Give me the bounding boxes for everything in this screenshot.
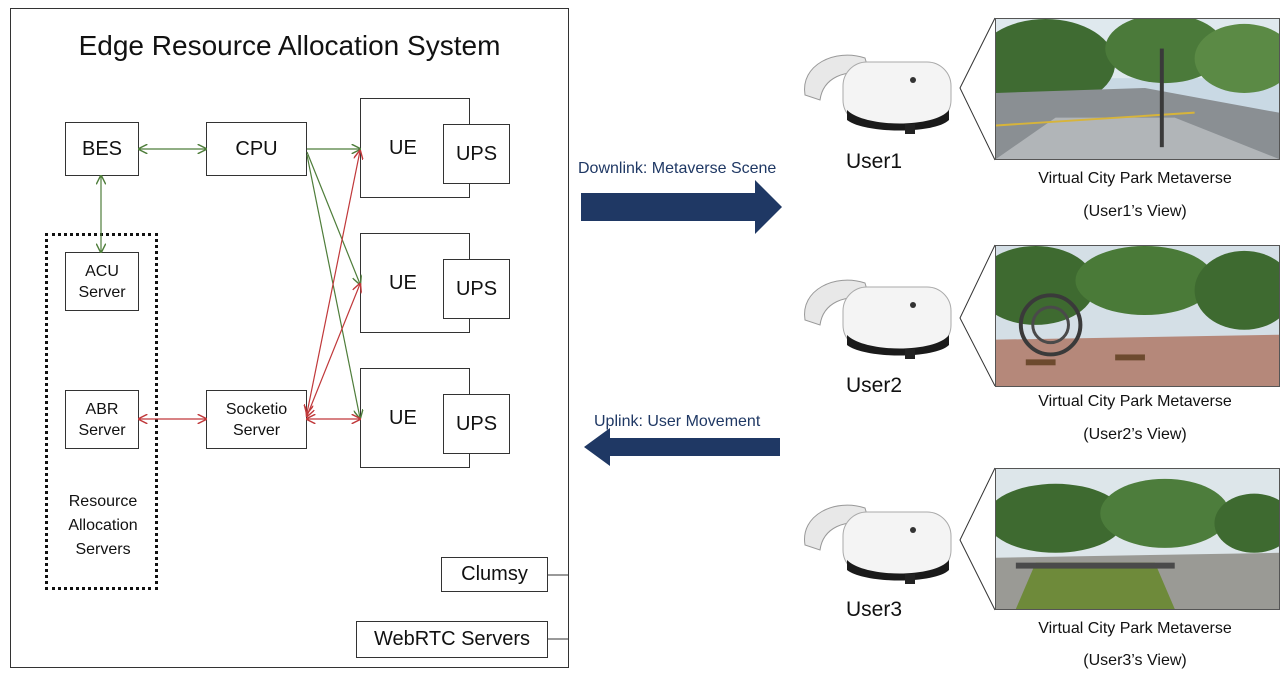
vr-headset-icon: [804, 279, 952, 359]
ups-box-1: UPS: [443, 124, 510, 184]
abr-server-box: ABR Server: [65, 390, 139, 449]
ue-label-1: UE: [389, 136, 417, 159]
callout-2: [959, 244, 996, 387]
downlink-label: Downlink: Metaverse Scene: [578, 160, 777, 177]
user2-scene-image: [995, 245, 1280, 387]
webrtc-label: WebRTC Servers: [374, 628, 530, 650]
ups-label-2: UPS: [455, 277, 498, 300]
clumsy-box: Clumsy: [441, 557, 548, 592]
acu-label-2: Server: [78, 283, 126, 301]
abr-label-1: ABR: [85, 400, 119, 418]
ue-label-3: UE: [389, 406, 417, 429]
cpu-box: CPU: [206, 122, 307, 176]
uplink-arrow: [584, 428, 780, 466]
user3-label: User3: [846, 598, 903, 621]
user2-caption-1: Virtual City Park Metaverse: [1038, 393, 1232, 410]
user3-caption-2: (User3’s View): [1083, 652, 1187, 669]
ras-line-2: Allocation: [68, 517, 138, 534]
abr-label-2: Server: [78, 421, 126, 439]
ups-label-3: UPS: [455, 412, 498, 435]
vr-headset-icon: [804, 54, 952, 134]
acu-server-box: ACU Server: [65, 252, 139, 311]
user1-caption-1: Virtual City Park Metaverse: [1038, 170, 1232, 187]
vr-headset-icon: [804, 504, 952, 584]
uplink-label: Uplink: User Movement: [594, 413, 761, 430]
system-frame: [10, 8, 569, 668]
ras-line-3: Servers: [75, 541, 131, 558]
user1-scene-image: [995, 18, 1280, 160]
user3-caption-1: Virtual City Park Metaverse: [1038, 620, 1232, 637]
bes-label: BES: [81, 137, 123, 160]
callout-1: [959, 17, 996, 161]
downlink-arrow: [581, 180, 782, 234]
socketio-label-2: Server: [232, 421, 281, 439]
user1-label: User1: [846, 150, 903, 173]
ups-box-2: UPS: [443, 259, 510, 319]
user2-caption-2: (User2’s View): [1083, 426, 1187, 443]
cpu-label: CPU: [235, 137, 278, 160]
user3-scene-image: [995, 468, 1280, 610]
system-title: Edge Resource Allocation System: [78, 30, 501, 61]
socketio-label-1: Socketio: [225, 400, 288, 418]
ue-label-2: UE: [389, 271, 417, 294]
ups-box-3: UPS: [443, 394, 510, 454]
user1-caption-2: (User1’s View): [1083, 203, 1187, 220]
webrtc-servers-box: WebRTC Servers: [356, 621, 548, 658]
clumsy-label: Clumsy: [461, 563, 528, 585]
ras-line-1: Resource: [68, 493, 138, 510]
socketio-server-box: Socketio Server: [206, 390, 307, 449]
user2-label: User2: [846, 374, 903, 397]
acu-label-1: ACU: [85, 262, 119, 280]
ups-label-1: UPS: [455, 142, 498, 165]
callout-3: [959, 467, 996, 611]
resource-allocation-label: Resource Allocation Servers: [48, 490, 158, 562]
bes-box: BES: [65, 122, 139, 176]
